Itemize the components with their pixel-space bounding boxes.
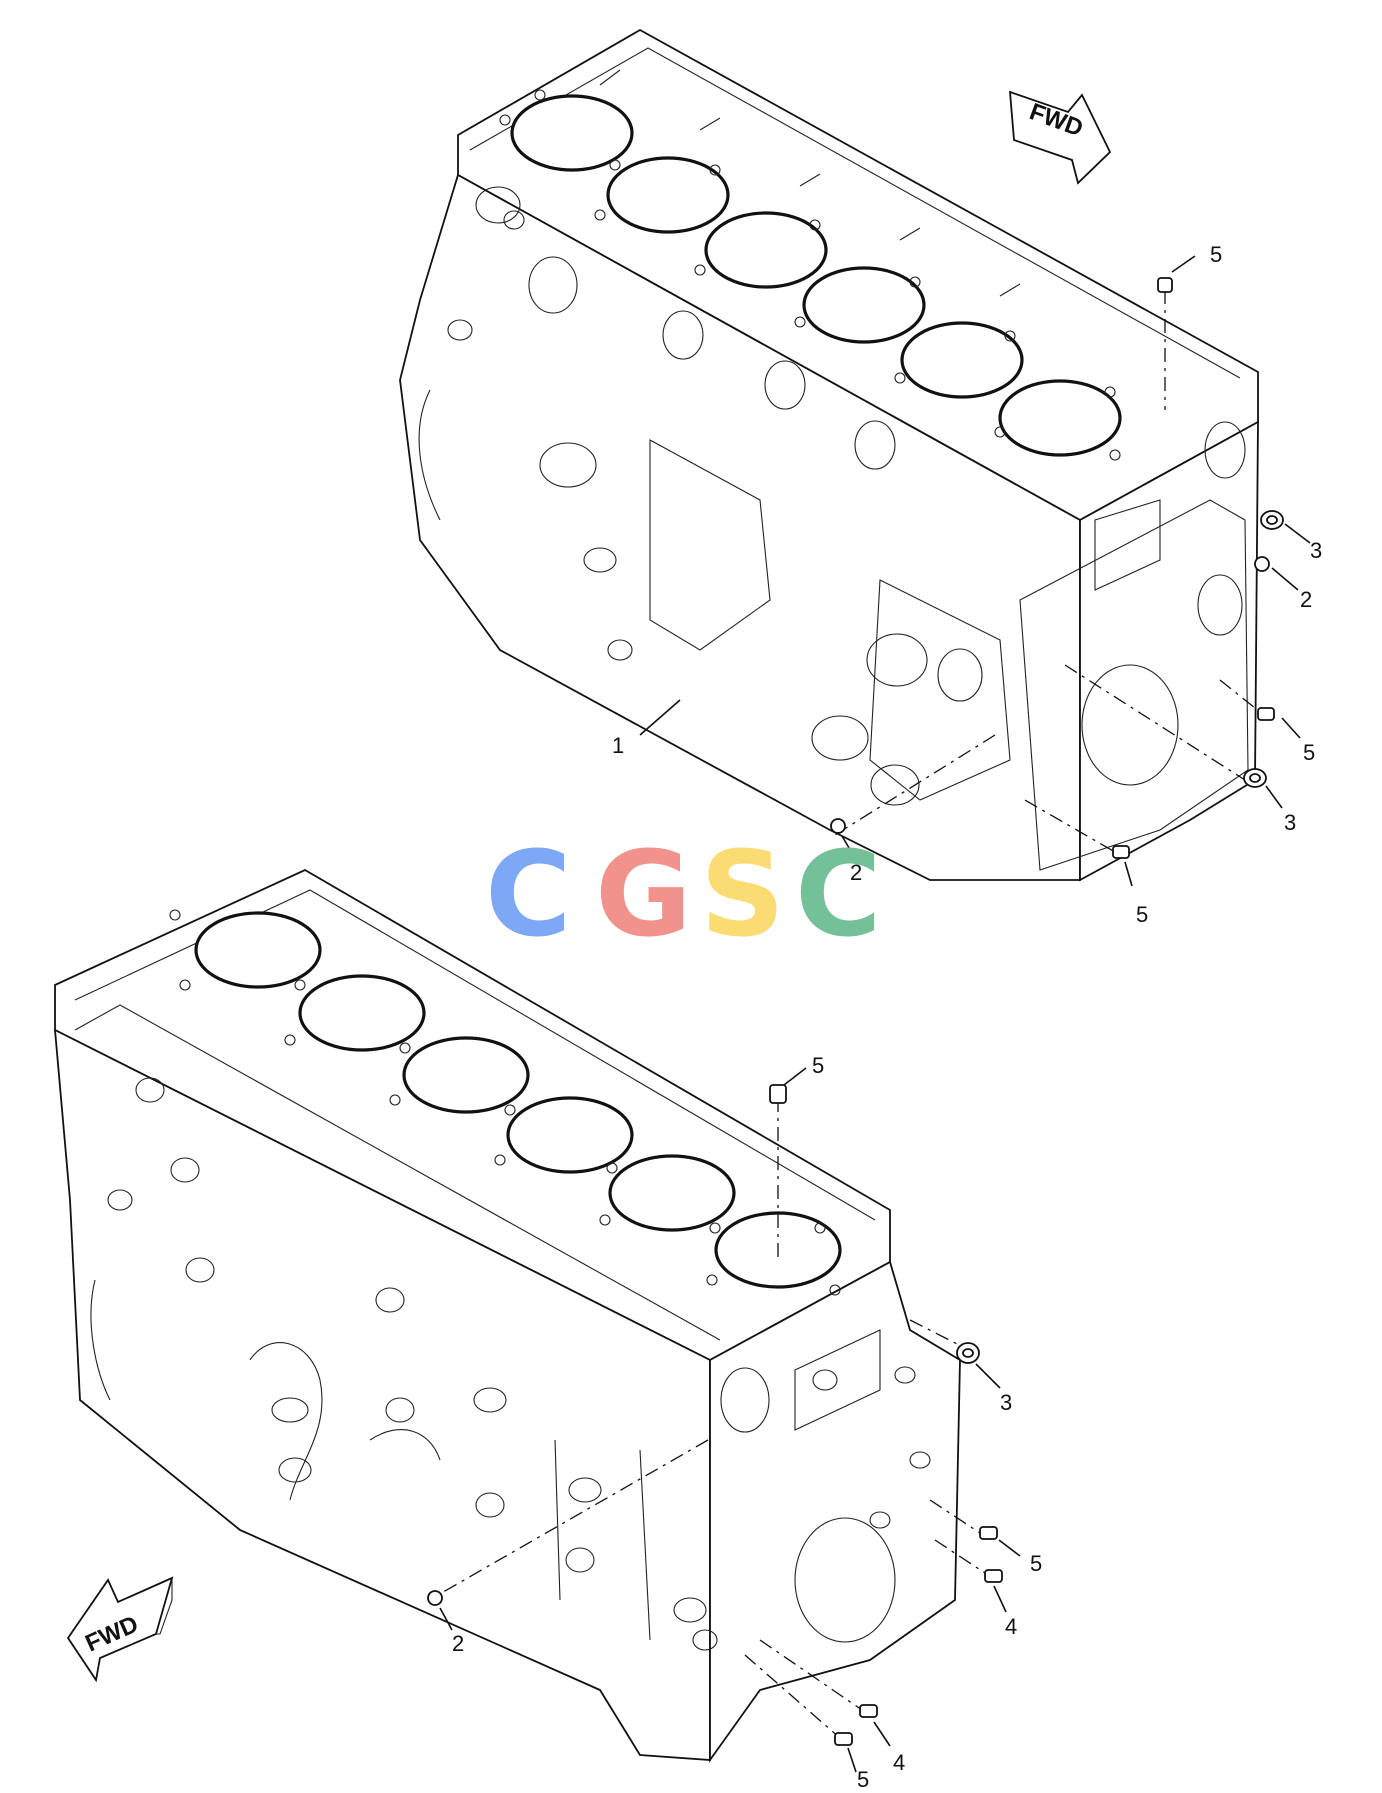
callout-5: 5 bbox=[1030, 1551, 1042, 1576]
watermark: C G S C bbox=[485, 825, 882, 963]
watermark-letter-c2: C bbox=[795, 825, 882, 963]
watermark-letter-c1: C bbox=[485, 825, 572, 963]
lower-engine-block: FWD 5 3 bbox=[53, 868, 1042, 1792]
upper-callouts: 5 3 2 5 3 2 5 1 bbox=[612, 242, 1322, 927]
watermark-letter-g: G bbox=[595, 825, 692, 963]
callout-5: 5 bbox=[1303, 740, 1315, 765]
callout-3: 3 bbox=[1000, 1390, 1012, 1415]
callout-2: 2 bbox=[452, 1631, 464, 1656]
lower-parts bbox=[427, 1084, 1003, 1746]
callout-5: 5 bbox=[1136, 902, 1148, 927]
upper-engine-block: FWD 5 3 bbox=[399, 28, 1322, 927]
callout-4: 4 bbox=[1005, 1614, 1017, 1639]
callout-2: 2 bbox=[850, 860, 862, 885]
callout-2: 2 bbox=[1300, 587, 1312, 612]
lower-callouts: 5 3 5 4 2 4 5 bbox=[452, 1053, 1042, 1792]
watermark-letter-s: S bbox=[700, 825, 785, 963]
callout-3: 3 bbox=[1284, 810, 1296, 835]
upper-fwd-arrow: FWD bbox=[1008, 90, 1112, 185]
upper-parts bbox=[830, 277, 1284, 859]
callout-4: 4 bbox=[893, 1750, 905, 1775]
callout-5: 5 bbox=[857, 1767, 869, 1792]
callout-3: 3 bbox=[1310, 538, 1322, 563]
lower-fwd-arrow: FWD bbox=[66, 1576, 174, 1683]
callout-5: 5 bbox=[812, 1053, 824, 1078]
callout-5: 5 bbox=[1210, 242, 1222, 267]
callout-1: 1 bbox=[612, 733, 624, 758]
